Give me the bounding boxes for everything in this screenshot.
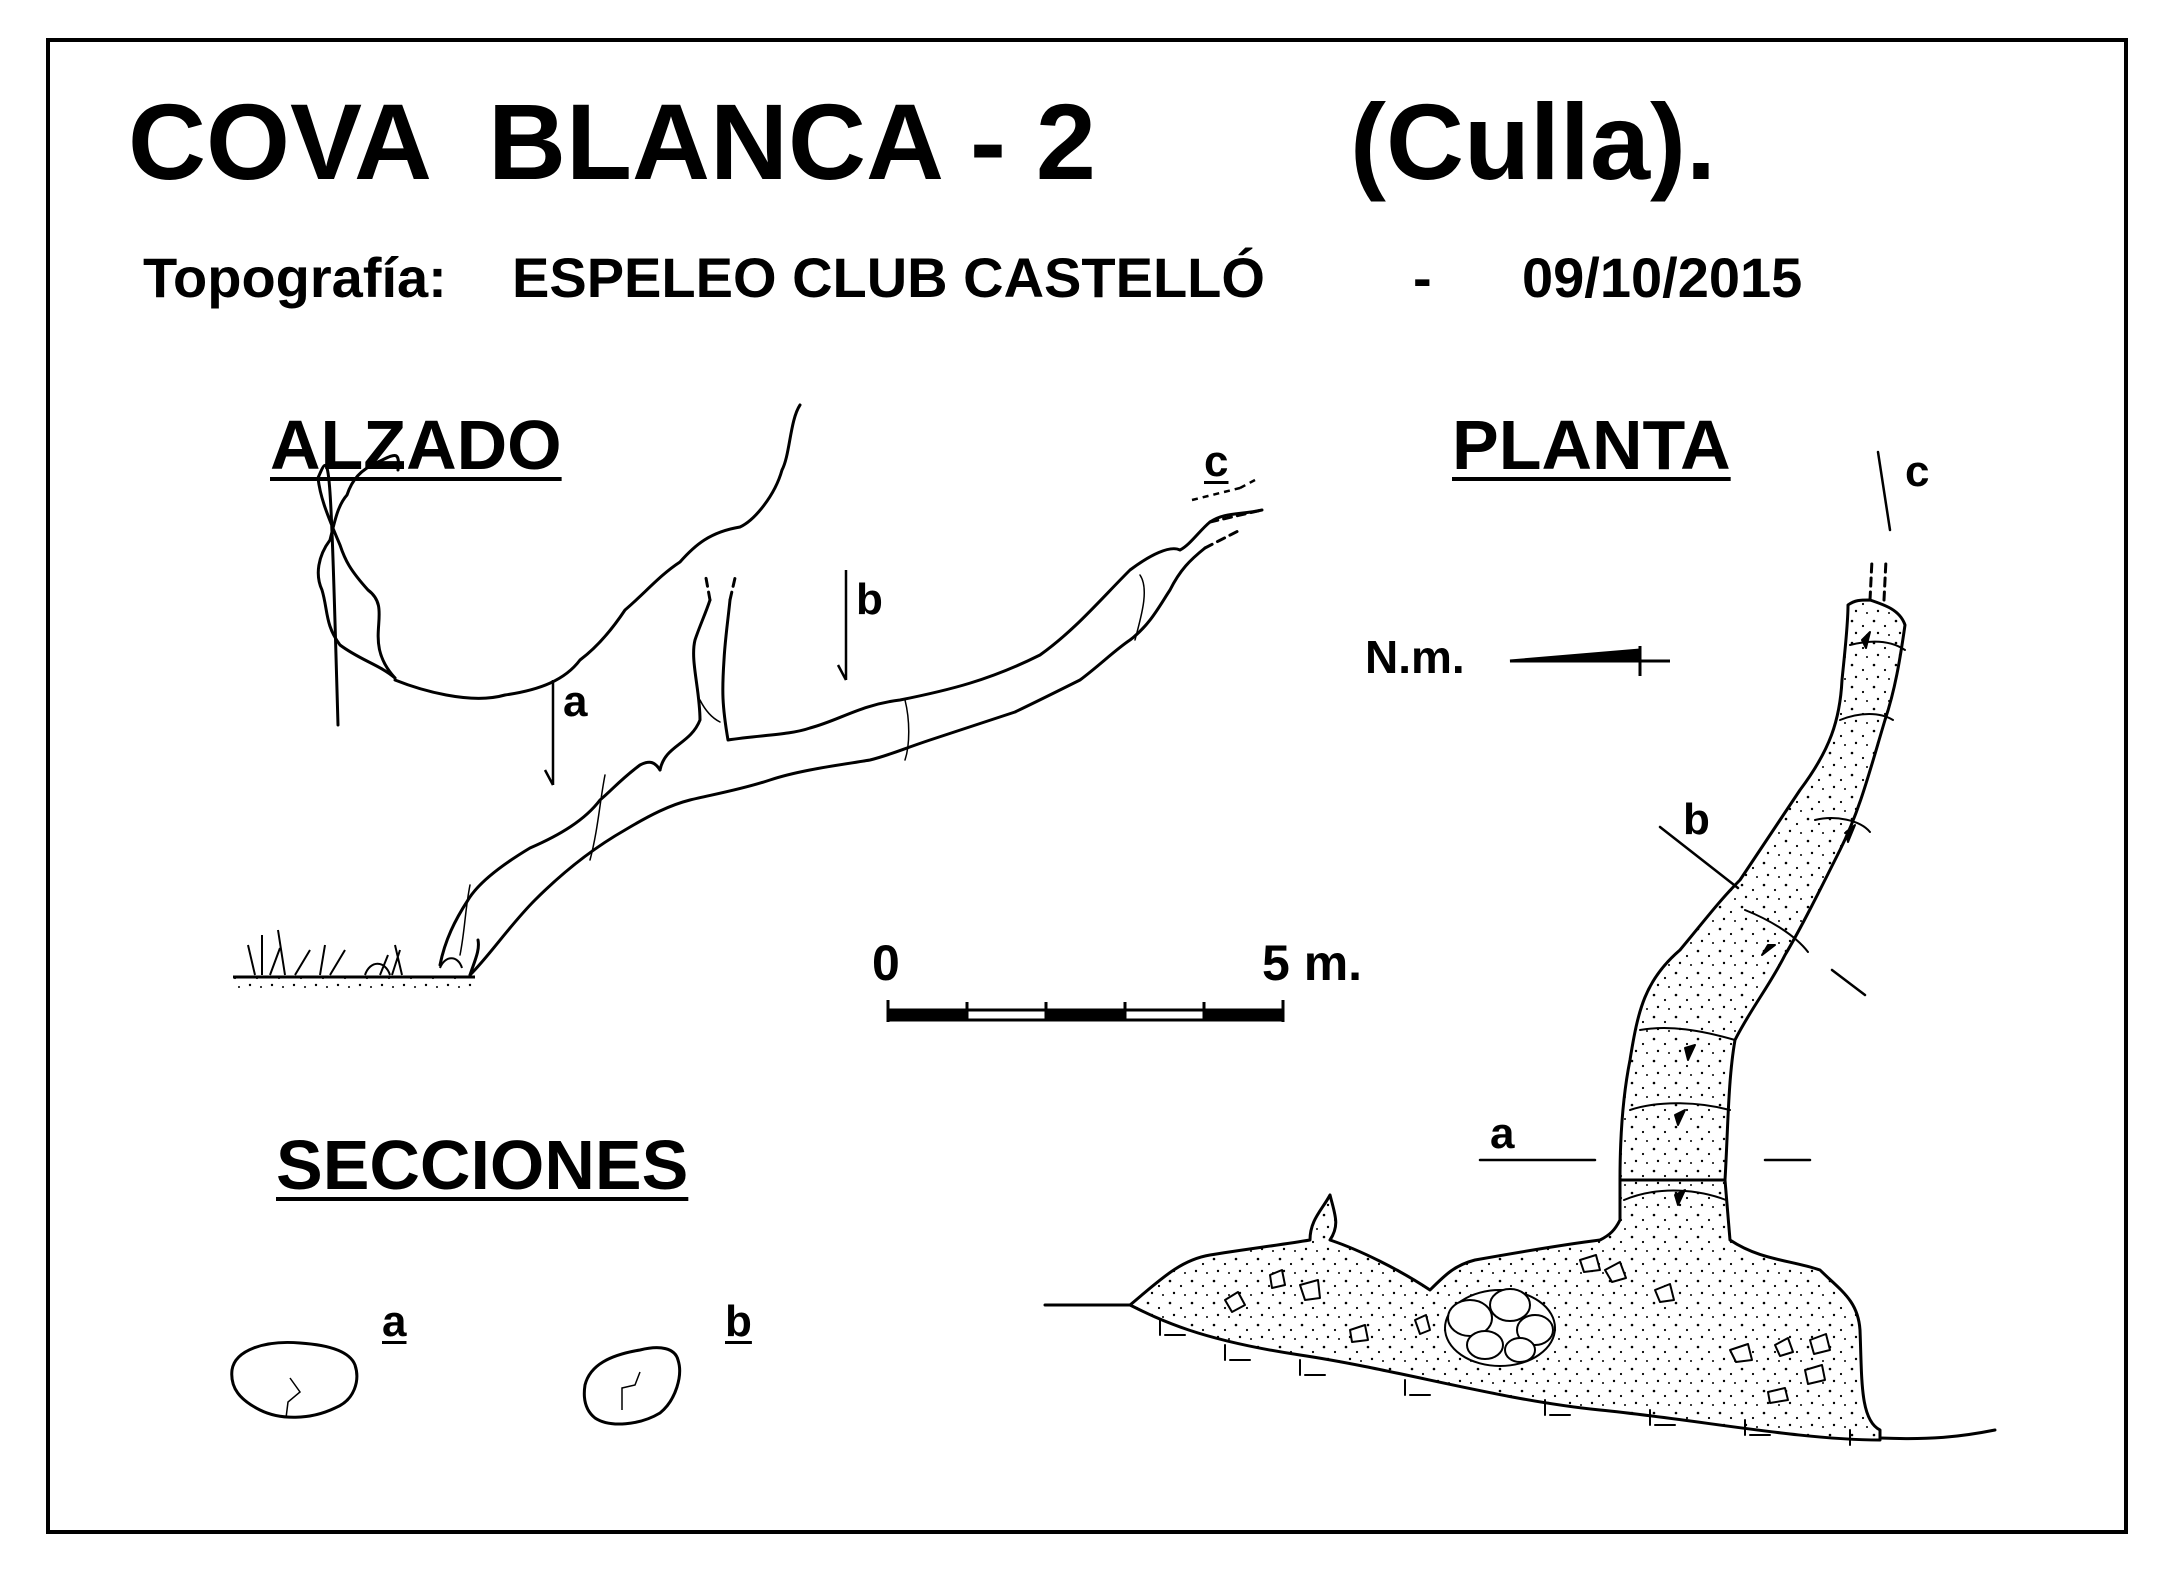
survey-club: ESPELEO CLUB CASTELLÓ [512,246,1265,309]
survey-date: 09/10/2015 [1522,246,1803,309]
plan-view [1043,450,1997,1446]
sections-heading: SECCIONES [276,1126,689,1204]
plan-marker-b: b [1683,795,1710,844]
map-frame [46,38,2128,1534]
elevation-upper-wall [658,508,1264,772]
section-a-drawing [230,1340,359,1419]
elevation-ceiling [316,464,397,727]
elevation-heading: ALZADO [270,406,562,484]
elevation-marker-b: b [856,575,883,624]
cave-location: (Culla). [1350,81,1716,202]
elevation-marker-a: a [563,677,588,726]
elevation-marker-c: c [1204,437,1229,486]
north-label: N.m. [1365,631,1465,683]
section-label-a: a [382,1297,407,1346]
scale-start-label: 0 [872,935,900,991]
plan-marker-c: c [1905,447,1930,496]
plan-marker-a: a [1490,1109,1515,1158]
elevation-ground [233,929,475,990]
cave-title: COVA BLANCA - 2 [128,81,1096,202]
section-label-b: b [725,1297,752,1346]
plan-boulders [1444,1288,1556,1367]
scale-end-label: 5 m. [1262,935,1363,991]
north-arrow [1509,646,1670,676]
elevation-floor [468,546,1207,977]
elevation-profile [316,403,1264,977]
plan-heading: PLANTA [1452,406,1731,484]
plan-blocks [1224,1254,1831,1404]
scale-bar [886,1000,1285,1022]
survey-label: Topografía: [143,246,447,309]
section-b-drawing [582,1346,682,1426]
elevation-section-lines [543,478,1256,786]
plan-passage [1618,598,1907,1182]
survey-separator: - [1413,246,1432,309]
